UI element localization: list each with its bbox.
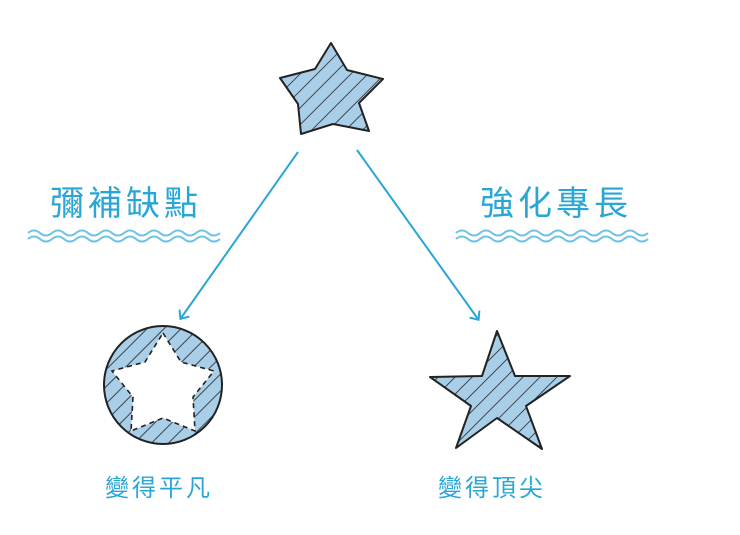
right-branch-label: 強化專長	[480, 184, 632, 224]
left-branch-label: 彌補缺點	[50, 184, 202, 224]
spiky-star-icon	[429, 330, 571, 450]
left-arrow	[178, 151, 299, 321]
right-wave-decoration-2	[455, 235, 649, 243]
left-result-label: 變得平凡	[105, 474, 213, 502]
right-arrow	[356, 149, 481, 322]
top-star-icon	[279, 42, 384, 135]
right-wave-decoration	[455, 229, 649, 237]
circle-with-star-hole-icon	[103, 325, 223, 445]
left-wave-decoration	[27, 229, 221, 237]
right-result-label: 變得頂尖	[438, 474, 546, 502]
left-wave-decoration-2	[27, 235, 221, 243]
